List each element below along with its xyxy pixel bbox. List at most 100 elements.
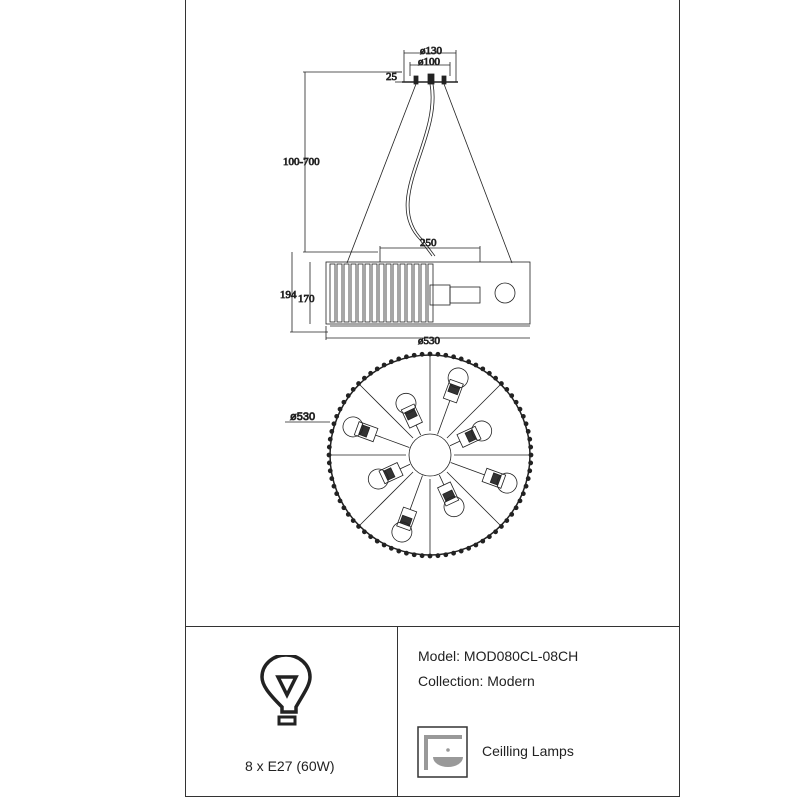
crystal-bead	[381, 362, 387, 368]
crystal-bead	[473, 542, 479, 548]
category-label: Ceilling Lamps	[482, 743, 574, 759]
crystal-bead	[419, 553, 425, 559]
crystal-bead	[473, 362, 479, 368]
crystal-bead	[523, 421, 529, 427]
crystal-bead	[388, 359, 394, 365]
crystal-bead	[419, 351, 425, 357]
crystal-bead	[368, 534, 374, 540]
crystal-bead	[528, 444, 534, 450]
crystal-rod	[406, 263, 413, 323]
frame-spoke	[446, 471, 501, 526]
crystal-bead	[427, 351, 433, 357]
crystal-bead	[329, 476, 335, 481]
crystal-rod	[413, 263, 420, 323]
crystal-bead	[331, 421, 337, 427]
crystal-bead	[345, 393, 351, 399]
model-label: Model: MOD080CL-08CH	[418, 648, 579, 664]
crystal-bead	[411, 352, 417, 358]
dim-total-height: 194	[280, 289, 297, 301]
crystal-bead	[520, 491, 526, 497]
crystal-bead	[517, 498, 523, 504]
crystal-bead	[486, 370, 492, 376]
crystal-bead	[480, 366, 486, 372]
dim-canopy-inner: ø100	[418, 56, 441, 68]
dim-diameter-top: ø530	[290, 411, 315, 423]
crystal-bead	[443, 352, 449, 358]
crystal-rod	[420, 263, 427, 323]
crystal-rod	[378, 263, 385, 323]
crystal-bead	[362, 375, 367, 381]
crystal-bead	[528, 460, 534, 466]
crystal-rod	[336, 263, 343, 323]
crystal-bead	[504, 387, 510, 392]
crystal-bead	[486, 534, 492, 540]
dim-body-height: 170	[298, 293, 315, 305]
top-view	[326, 351, 534, 559]
bulb-icon	[260, 655, 312, 726]
bulb-holder	[437, 474, 465, 518]
sheet-frame	[185, 0, 680, 797]
crystal-bead	[458, 548, 464, 554]
crystal-bead	[345, 511, 351, 517]
crystal-rod	[350, 263, 357, 323]
divider	[397, 626, 398, 797]
crystal-bead	[326, 460, 332, 466]
dim-top-width: 250	[420, 237, 437, 249]
crystal-bead	[427, 553, 433, 559]
bulb-holder	[437, 367, 469, 435]
crystal-bead	[404, 550, 409, 556]
crystal-bead	[451, 354, 456, 360]
crystal-bead	[327, 436, 333, 442]
crystal-bead	[493, 529, 498, 535]
crystal-rod	[392, 263, 399, 323]
crystal-bead	[388, 545, 394, 551]
bulb-holder	[449, 420, 493, 448]
crystal-bead	[341, 505, 347, 511]
crystal-bead	[458, 356, 464, 362]
divider	[185, 626, 680, 627]
crystal-bead	[329, 429, 335, 434]
crystal-bead	[523, 483, 529, 489]
crystal-bead	[435, 351, 441, 357]
frame-spoke	[359, 384, 414, 439]
crystal-bead	[368, 370, 374, 376]
crystal-bead	[381, 542, 387, 548]
collection-label: Collection: Modern	[418, 673, 535, 689]
crystal-bead	[466, 359, 472, 365]
crystal-bead	[411, 552, 417, 558]
crystal-bead	[404, 354, 409, 360]
crystal-bead	[334, 491, 340, 497]
crystal-bead	[525, 476, 531, 481]
crystal-bead	[451, 550, 456, 556]
crystal-bead	[326, 444, 332, 450]
crystal-bead	[362, 529, 367, 535]
crystal-bead	[480, 538, 486, 544]
crystal-bead	[334, 413, 340, 419]
crystal-bead	[350, 518, 356, 523]
frame-spoke	[446, 384, 501, 439]
bulb-holder	[395, 392, 423, 436]
crystal-rod	[385, 263, 392, 323]
crystal-bead	[327, 468, 333, 474]
technical-drawing: ø130 ø100 25 100-700 250 194 170 ø530 ø5…	[280, 45, 534, 559]
crystal-bead	[513, 505, 519, 511]
dim-canopy-height: 25	[386, 71, 398, 83]
crystal-bead	[435, 553, 441, 559]
crystal-rod	[399, 263, 406, 323]
bulb-holder	[391, 475, 423, 543]
bulb-holder	[450, 462, 518, 494]
crystal-bead	[374, 538, 380, 544]
crystal-bead	[356, 524, 361, 529]
crystal-bead	[337, 406, 343, 412]
bulb-holder	[367, 462, 411, 490]
crystal-bead	[499, 381, 504, 386]
crystal-bead	[517, 406, 523, 412]
crystal-bead	[527, 436, 533, 442]
crystal-bead	[528, 452, 534, 458]
crystal-bead	[509, 511, 515, 517]
crystal-bead	[331, 483, 337, 489]
crystal-bead	[396, 548, 402, 554]
crystal-rod	[427, 263, 434, 323]
crystal-bead	[466, 545, 472, 551]
crystal-bead	[513, 399, 519, 405]
